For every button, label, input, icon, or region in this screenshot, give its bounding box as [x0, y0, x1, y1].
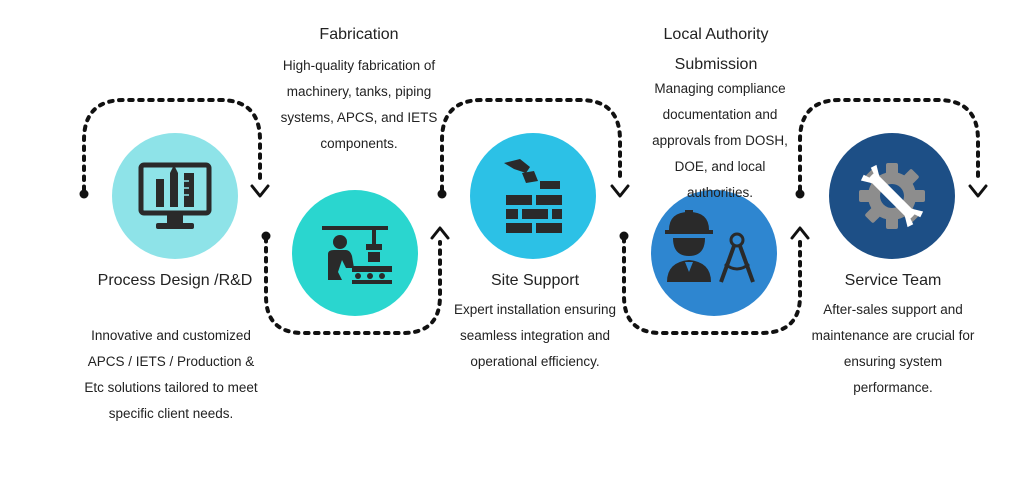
- step-5-title: Service Team: [844, 272, 942, 289]
- brick-wall-icon: [504, 159, 562, 233]
- step-2-description: High-quality fabrication of machinery, t…: [280, 58, 438, 151]
- step-3-title: Site Support: [490, 272, 580, 289]
- step-4-description: Managing compliance documentation and ap…: [652, 81, 788, 200]
- computer-design-icon: [138, 162, 212, 229]
- step-5-description: After-sales support and maintenance are …: [811, 302, 975, 395]
- step-3-description: Expert installation ensuring seamless in…: [453, 302, 617, 369]
- gear-wrench-icon: [859, 163, 925, 229]
- step-2-circle: [292, 190, 418, 316]
- step-1-description: Innovative and customized APCS / IETS / …: [84, 328, 258, 421]
- step-5-circle: [829, 133, 955, 259]
- factory-worker-icon: [322, 226, 392, 284]
- step-1-title: Process Design /R&D: [97, 272, 253, 289]
- step-4-title: Local Authority Submission: [663, 26, 769, 73]
- step-2-title: Fabrication: [319, 26, 399, 43]
- engineer-compass-icon: [665, 210, 755, 283]
- step-3-circle: [470, 133, 596, 259]
- step-1-circle: [112, 133, 238, 259]
- step-4-circle: [651, 190, 777, 316]
